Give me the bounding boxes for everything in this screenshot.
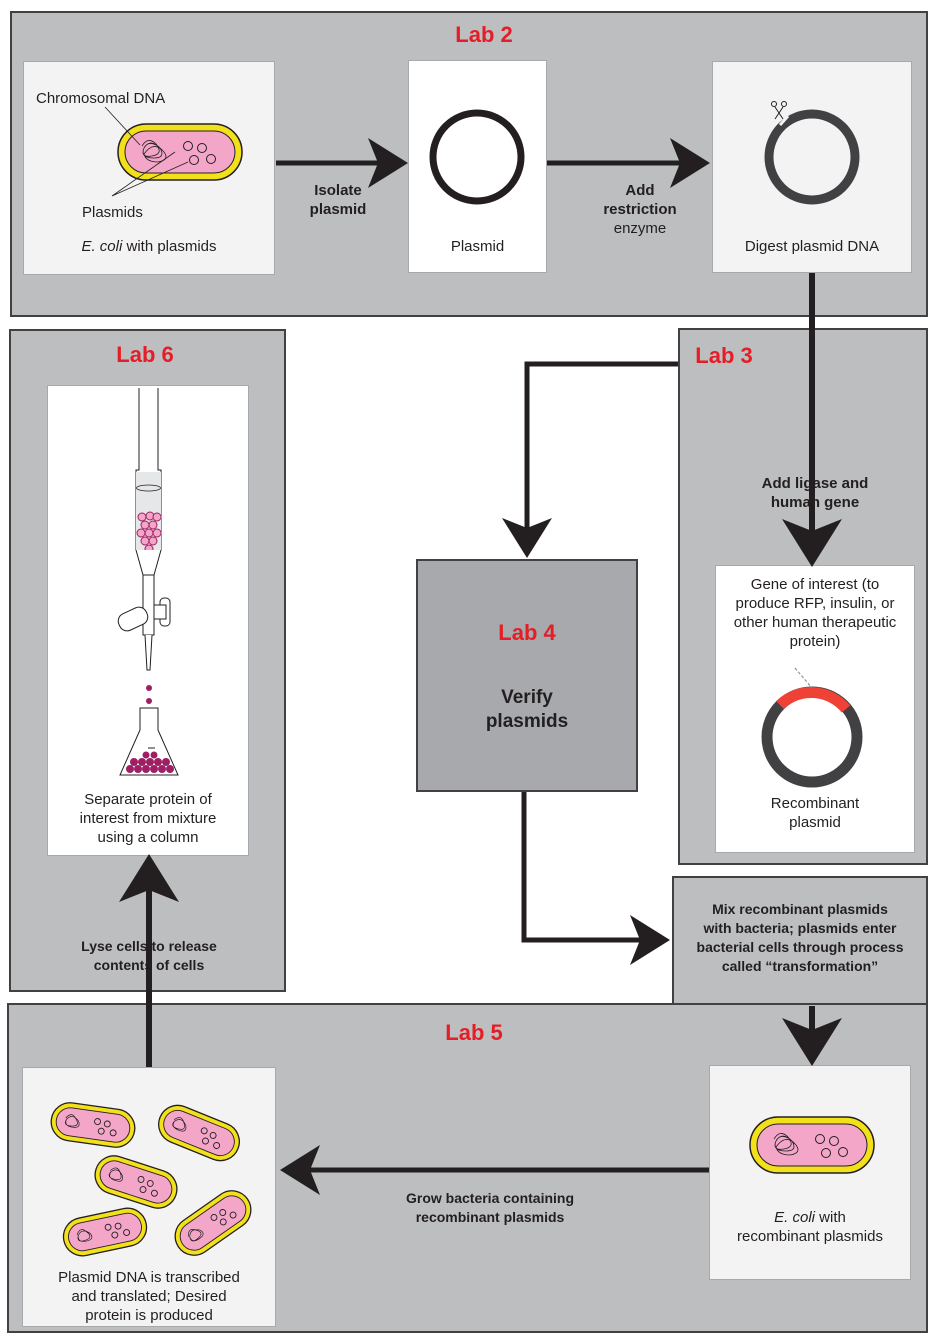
to-mix-arrow <box>521 792 670 965</box>
plasmids-leader-line <box>111 151 189 197</box>
lab4-title: Lab 4 <box>498 620 556 645</box>
recombinant-ecoli-caption: E. coli with recombinant plasmids <box>709 1208 911 1246</box>
gene-line3: other human therapeutic <box>733 614 897 631</box>
chromosomal-dna-label: Chromosomal DNA <box>36 90 166 107</box>
mix-text: Mix recombinant plasmids with bacteria; … <box>672 900 928 976</box>
recombinant-ecoli-cell-icon <box>749 1116 875 1174</box>
lab3-title: Lab 3 <box>695 343 753 368</box>
multiple-cells-icon <box>48 1099 259 1264</box>
restriction-line3: enzyme <box>613 220 667 237</box>
mix-line3: bacterial cells through process <box>696 939 904 955</box>
lab5-ecoli-italic: E. coli <box>774 1209 815 1226</box>
ligase-label: Add ligase and human gene <box>740 474 890 512</box>
digested-plasmid-icon <box>764 101 860 205</box>
restriction-label: Add restriction enzyme <box>585 181 695 238</box>
separate-line1: Separate protein of <box>84 791 212 808</box>
recombinant-plasmid-caption: Recombinant plasmid <box>715 794 915 832</box>
plasmid-ring-icon <box>429 109 525 205</box>
verify-plasmids-label: Verify plasmids <box>416 686 638 734</box>
mix-line1: Mix recombinant plasmids <box>712 901 888 917</box>
ligase-line1: Add ligase and <box>761 475 869 492</box>
separate-protein-caption: Separate protein of interest from mixtur… <box>47 790 249 847</box>
ecoli-plasmids-caption: E. coli with plasmids <box>23 237 275 256</box>
isolate-line2: plasmid <box>309 201 367 218</box>
produced-line1: Plasmid DNA is transcribed <box>58 1269 240 1286</box>
lab4-box <box>416 559 638 792</box>
ecoli-rest: with plasmids <box>122 238 217 255</box>
gene-line4: protein) <box>789 633 841 650</box>
grow-line1: Grow bacteria containing <box>405 1190 575 1206</box>
recombinant-plasmid-icon <box>761 667 863 788</box>
verify-line2: plasmids <box>485 711 569 732</box>
lab6-title: Lab 6 <box>116 342 174 367</box>
grow-line2: recombinant plasmids <box>415 1209 565 1225</box>
plasmid-caption: Plasmid <box>450 238 505 255</box>
restriction-line2: restriction <box>603 201 677 218</box>
produced-line2: and translated; Desired <box>71 1288 227 1305</box>
mix-line2: with bacteria; plasmids enter <box>703 920 897 936</box>
digest-caption: Digest plasmid DNA <box>744 238 880 255</box>
isolate-line1: Isolate <box>314 182 362 199</box>
mix-line4: called “transformation” <box>721 958 879 974</box>
isolate-plasmid-label: Isolate plasmid <box>288 181 388 219</box>
column-icon <box>117 388 179 776</box>
separate-line3: using a column <box>97 829 199 846</box>
gene-line1: Gene of interest (to <box>750 576 880 593</box>
scissors-icon <box>774 106 784 120</box>
lyse-line1: Lyse cells to release <box>81 938 217 954</box>
lab5-title: Lab 5 <box>445 1020 503 1045</box>
verify-arrow <box>502 361 678 558</box>
grow-bacteria-label: Grow bacteria containing recombinant pla… <box>370 1189 610 1227</box>
restriction-line1: Add <box>625 182 655 199</box>
recombinant-line1: Recombinant <box>770 795 860 812</box>
lyse-cells-label: Lyse cells to release contents of cells <box>54 937 244 975</box>
ecoli-cell-icon <box>117 123 243 181</box>
lab2-title: Lab 2 <box>455 22 513 47</box>
mix-panel <box>672 876 928 1006</box>
lyse-line2: contents of cells <box>93 957 205 973</box>
separate-line2: interest from mixture <box>79 810 217 827</box>
recombinant-line2: plasmid <box>789 814 841 831</box>
produced-line3: protein is produced <box>85 1307 213 1324</box>
gene-line2: produce RFP, insulin, or <box>735 595 895 612</box>
gene-box <box>715 565 915 853</box>
protein-produced-caption: Plasmid DNA is transcribed and translate… <box>22 1268 276 1325</box>
gene-of-interest-text: Gene of interest (to produce RFP, insuli… <box>715 575 915 651</box>
lab5-recombinant: recombinant plasmids <box>737 1228 883 1245</box>
digest-box <box>712 61 912 273</box>
ligase-line2: human gene <box>770 494 860 511</box>
chromosomal-leader-line <box>104 106 141 146</box>
ecoli-italic: E. coli <box>81 238 123 255</box>
lab5-ecoli-rest: with <box>815 1209 846 1226</box>
plasmids-label: Plasmids <box>82 204 143 221</box>
verify-line1: Verify <box>501 687 553 708</box>
